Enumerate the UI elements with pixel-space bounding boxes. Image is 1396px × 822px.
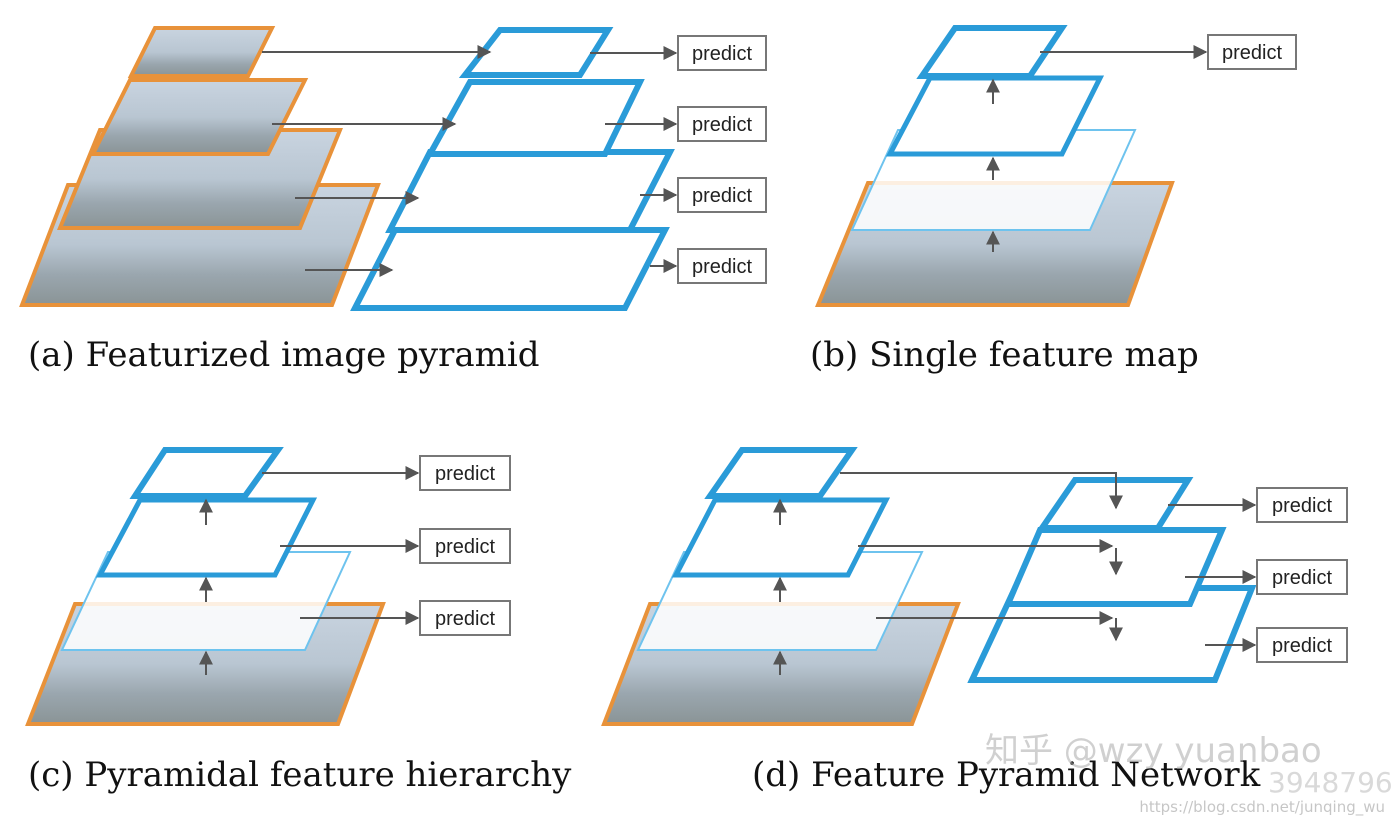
feature-map-mid	[95, 497, 318, 578]
predict-label: predict	[692, 43, 752, 65]
arrows-a-out	[590, 46, 678, 273]
predict-box: predict	[1256, 487, 1348, 523]
predict-box: predict	[419, 455, 511, 491]
feature-map-mid	[671, 497, 891, 578]
caption-c: (c) Pyramidal feature hierarchy	[28, 755, 572, 795]
panel-b: predict (b) Single feature map	[810, 25, 1297, 375]
watermark-url: https://blog.csdn.net/junqing_wu	[1139, 798, 1385, 817]
image-pyramid	[19, 26, 381, 307]
predict-label: predict	[1272, 635, 1332, 657]
panel-d: predict predict predict (d) Feature Pyra…	[601, 447, 1348, 795]
predict-box: predict	[1256, 627, 1348, 663]
arrow	[840, 472, 1123, 510]
feature-map-2	[424, 79, 645, 157]
arrows-b	[986, 45, 1208, 252]
feature-map-1	[458, 27, 614, 78]
feature-map-4	[350, 227, 670, 311]
watermark-digits: 3948796	[1268, 766, 1393, 799]
predict-label: predict	[692, 185, 752, 207]
caption-d: (d) Feature Pyramid Network	[752, 755, 1261, 795]
feature-maps-a	[350, 27, 675, 311]
image-level-1	[127, 26, 276, 78]
feature-map-top	[129, 447, 284, 499]
predict-box: predict	[419, 600, 511, 636]
arrows-a-in	[262, 45, 492, 277]
panel-a: predict predict predict predict (a) Feat…	[19, 26, 767, 375]
arrows-d	[773, 472, 1257, 675]
predict-box: predict	[419, 528, 511, 564]
caption-a: (a) Featurized image pyramid	[28, 335, 539, 375]
watermark-zhihu: 知乎 @wzy yuanbao	[985, 731, 1322, 771]
predict-box: predict	[1207, 34, 1297, 70]
caption-b: (b) Single feature map	[810, 335, 1199, 375]
predict-label: predict	[692, 114, 752, 136]
predict-label: predict	[1222, 42, 1282, 64]
predict-label: predict	[435, 536, 495, 558]
panel-c: predict predict predict (c) Pyramidal fe…	[25, 447, 572, 795]
predict-label: predict	[435, 463, 495, 485]
predict-label: predict	[1272, 495, 1332, 517]
arrows-c	[199, 466, 420, 675]
predict-box: predict	[677, 248, 767, 284]
feature-map-top	[916, 25, 1068, 79]
image-level-2	[89, 78, 309, 156]
watermark: 知乎 @wzy yuanbao 3948796 https://blog.csd…	[985, 731, 1393, 817]
predict-box: predict	[1256, 559, 1348, 595]
feature-map-mid	[885, 75, 1105, 157]
predict-label: predict	[692, 256, 752, 278]
predict-label: predict	[1272, 567, 1332, 589]
predict-box: predict	[677, 177, 767, 213]
predict-label: predict	[435, 608, 495, 630]
predict-box: predict	[677, 106, 767, 142]
feature-map-3	[385, 149, 675, 233]
predict-box: predict	[677, 35, 767, 71]
feature-map-top	[704, 447, 858, 499]
